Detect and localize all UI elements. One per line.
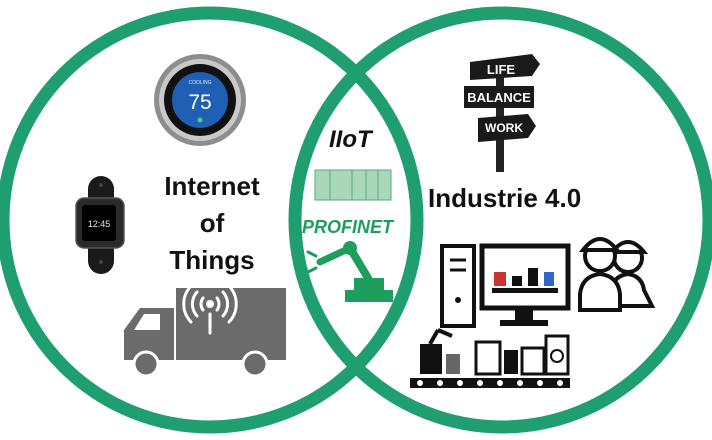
iot-title: Internet of Things: [148, 168, 276, 279]
fitness-band-icon: 12:45: [75, 176, 125, 274]
sign-balance: BALANCE: [464, 86, 534, 108]
iiot-label: IIoT: [329, 126, 372, 153]
industrie-title: Industrie 4.0: [428, 183, 582, 213]
iot-circle: [0, 6, 424, 434]
sign-life: LIFE: [470, 54, 540, 80]
thermostat-icon: COOLING 75: [154, 54, 246, 146]
sign-life-label: LIFE: [487, 62, 515, 77]
wifi-signal-icon: [182, 284, 238, 335]
iot-title-line-1: Internet: [164, 171, 260, 201]
industrie-circle: [288, 6, 712, 434]
signpost-icon: LIFE BALANCE WORK: [464, 54, 540, 172]
sign-balance-label: BALANCE: [467, 90, 531, 105]
computer-icon: [440, 243, 571, 328]
workers-icon: [578, 237, 656, 312]
production-line-icon: [410, 328, 570, 388]
robot-arm-icon: [306, 241, 393, 302]
plc-cabinet-icon: [314, 169, 392, 201]
iot-title-line-2: of: [199, 208, 225, 238]
fitness-band-time: 12:45: [88, 219, 111, 229]
iot-title-line-3: Things: [169, 245, 255, 275]
sign-work: WORK: [478, 114, 536, 142]
thermostat-reading: 75: [188, 91, 211, 114]
thermostat-mode: COOLING: [188, 80, 211, 86]
connected-truck-icon: [124, 284, 286, 378]
profinet-label: PROFINET: [302, 217, 394, 237]
sign-work-label: WORK: [485, 121, 523, 135]
